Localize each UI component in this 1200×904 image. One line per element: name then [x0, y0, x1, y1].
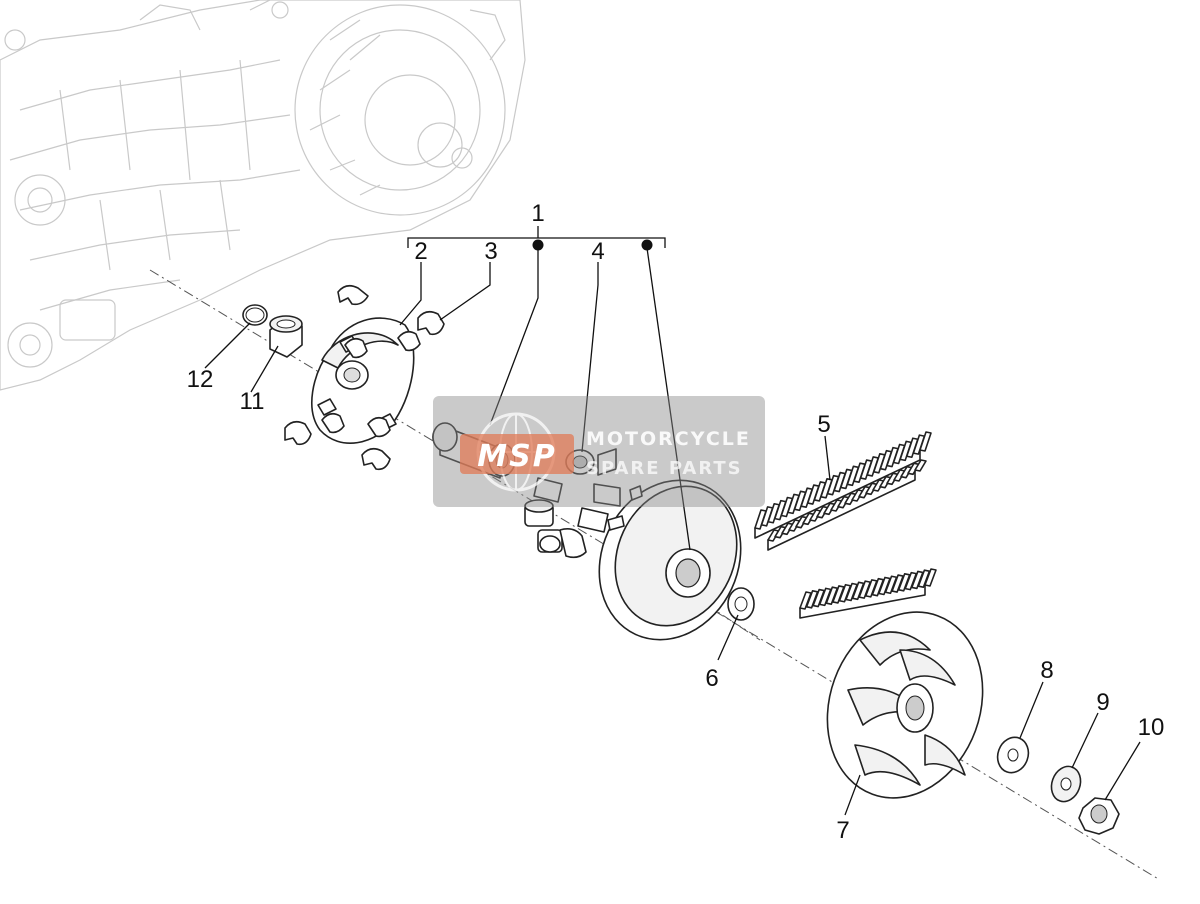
callout-5: 5	[817, 411, 830, 438]
part-3-sliders	[284, 284, 445, 471]
callout-7: 7	[836, 817, 849, 844]
callout-9: 9	[1096, 689, 1109, 716]
callout-1: 1	[531, 200, 544, 227]
callout-labels: 1 2 3 4 5 6 7 8 9 10 11 12	[187, 200, 1165, 844]
part-5-belt	[754, 431, 932, 551]
variator-pulley	[598, 479, 742, 641]
callout-8: 8	[1040, 657, 1053, 684]
part-5-belt-lower	[799, 568, 937, 619]
part-6-washer	[727, 587, 755, 621]
watermark-line2: SPARE PARTS	[586, 458, 743, 479]
callout-3: 3	[484, 238, 497, 265]
group-bracket	[407, 226, 666, 251]
callout-4: 4	[591, 238, 604, 265]
callout-2: 2	[414, 238, 427, 265]
watermark: MSP MOTORCYCLE SPARE PARTS	[433, 396, 765, 507]
engine-crankcase-ghost	[0, 0, 526, 391]
part-9-spring-washer	[1050, 765, 1082, 803]
callout-6: 6	[705, 665, 718, 692]
callout-12: 12	[187, 366, 214, 393]
part-10-nut	[1078, 797, 1120, 835]
watermark-logo: MSP	[477, 439, 556, 474]
leader-lines	[204, 247, 1141, 816]
part-7-fan-pulley	[826, 611, 984, 799]
watermark-line1: MOTORCYCLE	[586, 428, 751, 450]
callout-10: 10	[1138, 714, 1165, 741]
part-8-washer	[996, 736, 1030, 774]
part-12-circlip	[242, 304, 268, 326]
callout-11: 11	[240, 388, 265, 415]
